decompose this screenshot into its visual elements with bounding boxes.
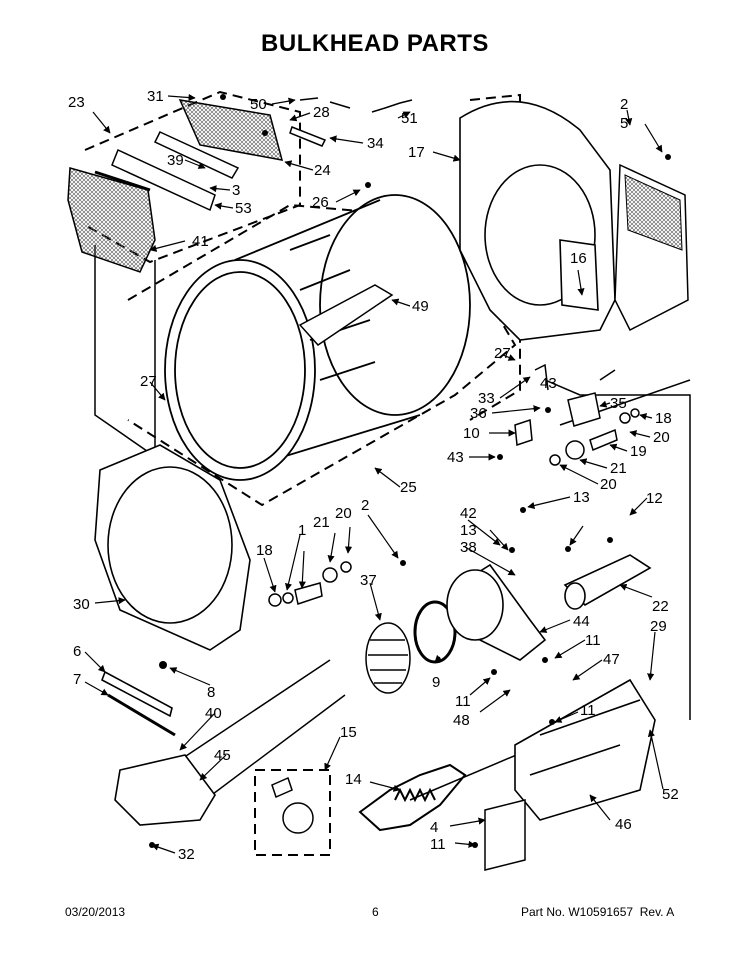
heating-element: [358, 763, 467, 832]
callout-2-center: 2: [361, 497, 369, 514]
callout-43-top: 43: [540, 375, 557, 392]
callout-52: 52: [662, 786, 679, 803]
drum-baffle: [298, 284, 394, 346]
callout-20-right: 20: [653, 429, 670, 446]
callout-11-mid: 11: [455, 693, 471, 710]
callout-1: 1: [298, 522, 306, 539]
dryer-drum: [164, 194, 471, 481]
page-title: BULKHEAD PARTS: [261, 30, 489, 57]
rear-bulkhead: [459, 100, 616, 341]
callout-39: 39: [167, 152, 184, 169]
callout-14: 14: [345, 771, 362, 788]
callout-51: 51: [401, 110, 418, 127]
callout-42: 42: [460, 505, 477, 522]
callout-6: 6: [73, 643, 81, 660]
callout-23: 23: [68, 94, 85, 111]
callout-8: 8: [207, 684, 215, 701]
heater-bracket: [484, 799, 526, 871]
callout-15: 15: [340, 724, 357, 741]
thermal-fuse-bracket: [514, 363, 601, 447]
callout-37: 37: [360, 572, 377, 589]
callout-11-upper: 11: [585, 632, 601, 649]
blower-housing: [446, 563, 547, 661]
callout-43-bottom: 43: [447, 449, 464, 466]
rear-heater-cover: [614, 163, 689, 332]
front-bulkhead-strips: [101, 670, 176, 737]
callout-35: 35: [610, 395, 627, 412]
callout-24: 24: [314, 162, 331, 179]
callout-2: 2: [620, 96, 628, 113]
front-bulkhead: [94, 444, 251, 651]
callout-32: 32: [178, 846, 195, 863]
callout-29: 29: [650, 618, 667, 635]
callout-5: 5: [620, 115, 628, 132]
callout-9: 9: [432, 674, 440, 691]
blower-wheel: [365, 622, 411, 694]
lint-housing-grille: [178, 99, 284, 161]
callout-7: 7: [73, 671, 81, 688]
callout-47: 47: [603, 651, 620, 668]
callout-4: 4: [430, 819, 438, 836]
callout-21-right: 21: [610, 460, 627, 477]
callout-27-drum: 27: [494, 345, 511, 362]
callout-34: 34: [367, 135, 384, 152]
callout-labels: 23 31 50 28 51 34 39 24 3 53 26 41 2 5 1…: [68, 88, 679, 863]
heater-duct: [514, 678, 656, 821]
callout-46: 46: [615, 816, 632, 833]
callout-22: 22: [652, 598, 669, 615]
callout-3: 3: [232, 182, 240, 199]
callout-17: 17: [408, 144, 425, 161]
callout-31: 31: [147, 88, 164, 105]
callout-48: 48: [453, 712, 470, 729]
callout-20-left: 20: [335, 505, 352, 522]
callout-49: 49: [412, 298, 429, 315]
callout-16: 16: [570, 250, 587, 267]
lint-duct-bracket: [111, 126, 327, 212]
thermostat-kit: [271, 776, 314, 834]
front-air-duct: [114, 754, 216, 826]
callout-18-left: 18: [256, 542, 273, 559]
callout-30: 30: [73, 596, 90, 613]
callout-41: 41: [192, 233, 209, 250]
callout-50: 50: [250, 96, 267, 113]
callout-11-lower: 11: [580, 702, 596, 719]
callout-27-left: 27: [140, 373, 157, 390]
callout-38: 38: [460, 539, 477, 556]
footer-page-number: 6: [372, 905, 379, 919]
callout-18-right: 18: [655, 410, 672, 427]
callout-26: 26: [312, 194, 329, 211]
callout-10: 10: [463, 425, 480, 442]
callout-44: 44: [573, 613, 590, 630]
callout-53: 53: [235, 200, 252, 217]
callout-12: 12: [646, 490, 663, 507]
callout-20-lower: 20: [600, 476, 617, 493]
wire-harness-parts: [299, 97, 413, 113]
callout-25: 25: [400, 479, 417, 496]
callout-45: 45: [214, 747, 231, 764]
footer-part-number: Part No. W10591657 Rev. A: [521, 905, 675, 919]
callout-40: 40: [205, 705, 222, 722]
callout-33: 33: [478, 390, 495, 407]
lint-screen: [67, 167, 156, 273]
callout-21-left: 21: [313, 514, 330, 531]
callout-36: 36: [470, 405, 487, 422]
exhaust-duct: [563, 554, 652, 610]
callout-13-mid: 13: [460, 522, 477, 539]
callout-19: 19: [630, 443, 647, 460]
callout-28: 28: [313, 104, 330, 121]
footer-date: 03/20/2013: [65, 905, 126, 919]
callout-13-top: 13: [573, 489, 590, 506]
leader-arrows: [84, 93, 664, 854]
screws: [149, 94, 671, 848]
callout-11-bottom: 11: [430, 836, 446, 853]
